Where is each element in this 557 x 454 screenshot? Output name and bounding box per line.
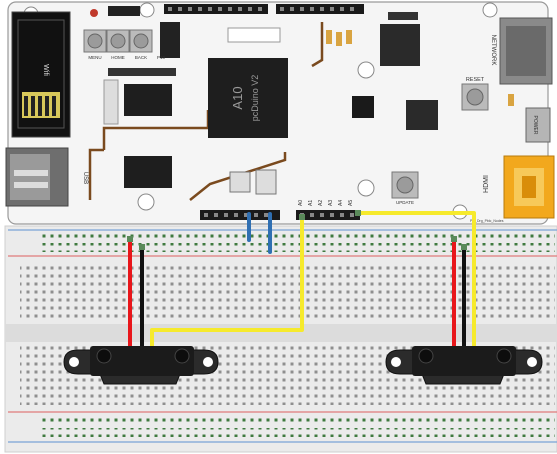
power-connector: POWER [525,107,551,143]
network-port: NETWORK [490,17,553,85]
capacitors [326,30,514,106]
mount-hole [139,2,155,18]
pcduino-board: Wifi USB MENU [5,1,555,225]
analog-label-a3: A3 [328,200,334,206]
reset-label: RESET [466,77,485,83]
menu-label: MENU [88,55,101,60]
chip-brand: A10 [230,86,245,109]
nav-buttons: MENU HOME BACK P10 [83,6,180,76]
analog-label-a2: A2 [318,200,324,206]
network-label: NETWORK [490,35,496,66]
analog-label-a5: A5 [348,200,354,206]
wires [127,210,476,352]
mount-hole [357,61,375,79]
chip-model: pcDuino V2 [250,75,260,122]
back-label: BACK [135,55,147,60]
mount-hole [482,2,498,18]
hdmi-port: HDMI [483,155,555,219]
hdmi-label: HDMI [483,175,490,193]
led-indicator [90,9,98,17]
back-button[interactable] [129,29,153,53]
memory-chip [124,84,172,116]
mount-hole [137,193,155,211]
left-signal-wire [150,214,304,352]
microcontroller-chip [406,100,438,130]
a10-processor-chip: A10 pcDuino V2 [208,58,288,138]
bottom-power-rail [8,411,557,443]
wifi-module: Wifi [11,11,71,138]
usb-port: USB [5,147,88,207]
home-label: HOME [111,55,125,60]
small-header [352,96,374,118]
home-button[interactable] [106,29,130,53]
right-signal-wire [356,211,476,352]
digital-header-top [164,4,364,43]
analog-header-bottom: A0 A1 A2 A3 A4 A5 [200,200,360,220]
menu-button[interactable] [83,29,107,53]
memory-chip [124,156,172,188]
p10-label: P10 [157,55,166,60]
power-label: POWER [532,116,538,135]
ir-distance-sensor-right [385,346,543,385]
update-label: UPDATE [396,200,414,205]
ir-distance-sensor-left [63,346,219,385]
usb-label: USB [82,172,88,184]
mount-hole [357,179,375,197]
update-button[interactable] [391,171,419,199]
wifi-label: Wifi [42,64,49,76]
analog-label-a0: A0 [298,200,304,206]
board-footnote: Pin_Drg_Pblc_Nodes [470,219,504,223]
analog-label-a4: A4 [338,200,344,206]
ethernet-controller-chip [380,24,420,66]
reset-button[interactable] [461,83,489,111]
analog-label-a1: A1 [308,200,314,206]
